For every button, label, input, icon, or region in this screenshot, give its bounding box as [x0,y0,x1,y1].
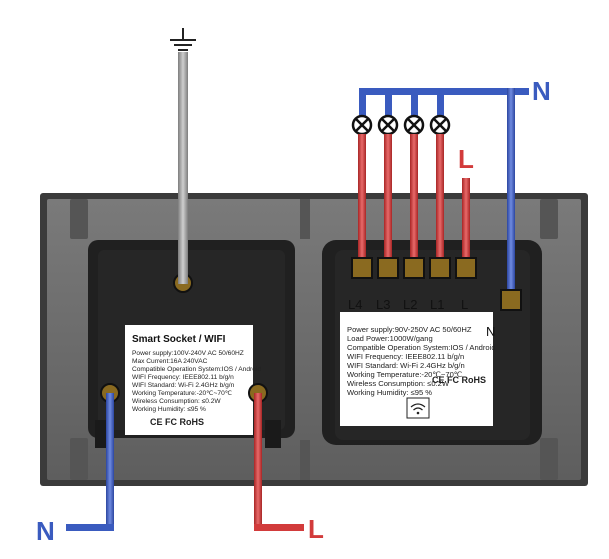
smart-switch-module: Power supply:90V-250V AC 50/60HZ Load Po… [322,240,542,445]
switch-spec-line: Wireless Consumption: ≤0.2W [347,379,450,388]
lamp-icon [351,114,373,136]
switch-spec-line: WIFI Frequency: IEEE802.11 b/g/n [347,352,464,361]
switch-spec-line: WIFI Standard: Wi-Fi 2.4GHz b/g/n [347,361,465,370]
socket-spec-line: Compatible Operation System:IOS / Androi… [132,366,261,373]
ground-wire [178,52,188,284]
live-label-bottom: L [308,514,324,544]
terminal-label-l4: L4 [348,297,362,312]
switch-spec-line: Power supply:90V-250V AC 50/60HZ [347,325,472,334]
socket-spec-line: WIFI Standard: Wi-Fi 2.4GHz b/g/n [132,382,235,389]
terminal-label-l: L [461,297,468,312]
socket-cert-marks: CE FC RoHS [150,417,204,427]
switch-spec-line: Load Power:1000W/gang [347,334,433,343]
terminal-label-l3: L3 [376,297,390,312]
socket-spec-line: Working Temperature:-20℃~70℃ [132,390,233,397]
smart-socket-module: Smart Socket / WIFI Power supply:100V-24… [88,240,295,448]
switch-terminals [351,257,522,311]
neutral-label-top: N [532,76,551,106]
switch-spec-line: Working Humidity: ≤95 % [347,388,432,397]
live-label-top: L [458,144,474,174]
socket-spec-line: WIFI Frequency: IEEE802.11 b/g/n [132,374,234,381]
socket-neutral-wire [66,393,114,531]
socket-label-title: Smart Socket / WIFI [132,334,226,345]
socket-spec-label [125,325,253,435]
socket-spec-line: Max Current:16A 240VAC [132,358,208,365]
ground-icon [170,28,196,51]
terminal-label-l2: L2 [403,297,417,312]
socket-live-wire [254,393,304,531]
lamp-icon [403,114,425,136]
socket-spec-line: Wireless Consumption: ≤0.2W [132,398,221,405]
switch-spec-line: Compatible Operation System:IOS / Androi… [347,343,496,352]
switch-spec-line: Working Temperature:-20℃~70℃ [347,370,463,379]
switch-cert-marks: CE FC RoHS [432,375,486,385]
socket-spec-line: Working Humidity: ≤95 % [132,406,206,413]
load-wires [358,134,444,269]
switch-live-wire [462,178,470,269]
terminal-label-n: N [486,324,495,339]
lamp-icon [429,114,451,136]
socket-spec-line: Power supply:100V-240V AC 50/60HZ [132,350,244,357]
terminal-label-l1: L1 [430,297,444,312]
neutral-bus [359,88,529,298]
lamp-icon [377,114,399,136]
neutral-label-bottom: N [36,516,55,546]
wifi-icon [406,397,430,419]
